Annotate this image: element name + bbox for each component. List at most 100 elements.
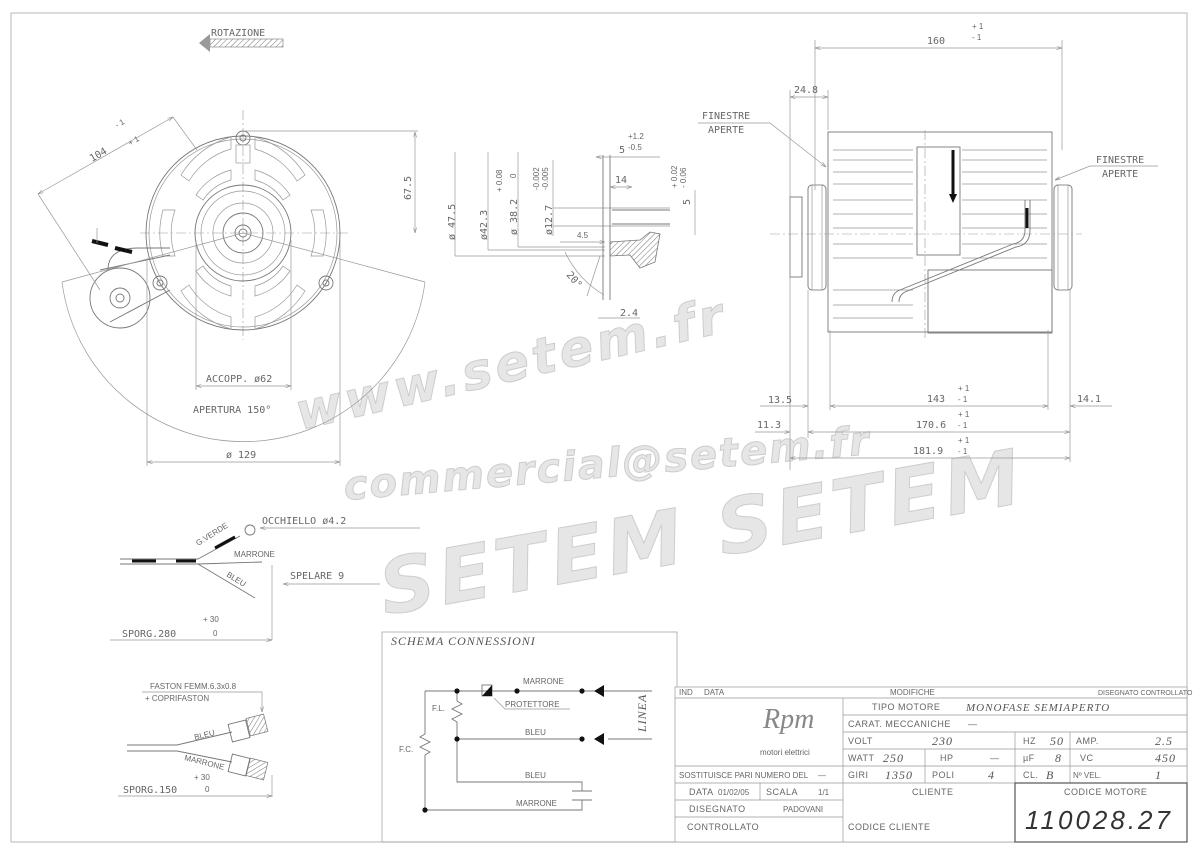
nvel-value: 1 xyxy=(1155,768,1162,782)
front-view: ROTAZIONE xyxy=(38,28,426,466)
vc-label: VC xyxy=(1080,753,1094,763)
rotation-arrow-icon xyxy=(199,34,284,52)
windows-right-label-2: APERTE xyxy=(1102,169,1138,180)
codice-motore-value: 110028.27 xyxy=(1025,805,1173,835)
schema-protector-label: PROTETTORE xyxy=(505,700,560,709)
cliente-label: CLIENTE xyxy=(912,787,954,797)
stator-body xyxy=(827,131,1053,333)
eyelet-label: OCCHIELLO ø4.2 xyxy=(262,516,346,527)
schema-bleu-mid: BLEU xyxy=(525,728,546,737)
protrusion-150-tol-minus: 0 xyxy=(205,785,210,794)
protrusion-280-tol-minus: 0 xyxy=(213,629,218,638)
dim-w14: 14 xyxy=(615,175,627,186)
mounting-lug-left xyxy=(152,275,168,291)
windows-left-label-2: APERTE xyxy=(708,125,744,136)
protrusion-150-tol-plus: + 30 xyxy=(194,773,210,782)
volt-label: VOLT xyxy=(848,736,873,746)
coupling-dim: ACCOPP. ø62 xyxy=(206,374,272,385)
connection-schema: SCHEMA CONNESSIONI MARRONE PROTETTORE F.… xyxy=(381,631,678,843)
controllato-label: CONTROLLATO xyxy=(687,822,759,832)
dim-143-tol-plus: + 1 xyxy=(958,384,970,393)
dim-flat5-tol-minus: - 0.06 xyxy=(679,167,688,188)
dim-flat5: 5 xyxy=(682,199,693,205)
amp-value: 2.5 xyxy=(1155,734,1173,748)
ind-header: IND xyxy=(679,688,693,697)
blue-wire-label: BLEU xyxy=(225,570,248,589)
watt-value: 250 xyxy=(883,751,904,765)
carat-value: — xyxy=(968,719,978,729)
mounting-lug-right xyxy=(318,275,334,291)
uf-value: 8 xyxy=(1055,751,1062,765)
giri-label: GIRI xyxy=(848,770,869,780)
company-logo: Rpm xyxy=(762,704,814,735)
dim-d47-5: ø 47.5 xyxy=(447,204,458,240)
dim-170-6: 170.6 xyxy=(916,420,946,431)
hp-label: HP xyxy=(940,753,954,763)
dim-d12-7: ø12.7 xyxy=(544,205,555,235)
dim-w2-4: 2.4 xyxy=(620,308,638,319)
tipo-motore-label: TIPO MOTORE xyxy=(872,702,940,712)
data-header: DATA xyxy=(704,688,725,697)
schema-title: SCHEMA CONNESSIONI xyxy=(391,634,536,648)
dim-d38-2-tol-minus: 0 xyxy=(509,173,518,178)
dim-170-6-tol-plus: + 1 xyxy=(958,410,970,419)
dim-14-1: 14.1 xyxy=(1077,394,1101,405)
dim-w5: 5 xyxy=(619,145,625,156)
schema-fc-label: F.C. xyxy=(399,745,413,754)
protrusion-280-tol-plus: + 30 xyxy=(203,615,219,624)
nvel-label: Nº VEL. xyxy=(1073,771,1101,780)
capacitor xyxy=(927,269,1053,334)
dim-flat5-tol-plus: + 0.02 xyxy=(670,165,679,188)
strip-label: SPELARE 9 xyxy=(290,571,344,582)
hz-label: HZ xyxy=(1023,736,1036,746)
poli-label: POLI xyxy=(932,770,955,780)
dim-d12-7-tol-plus: -0.002 xyxy=(532,167,541,190)
modifiche-header: MODIFICHE xyxy=(890,688,935,697)
cable-faston-detail: FASTON FEMM.6.3x0.8 + COPRIFASTON BLEU M… xyxy=(118,682,273,797)
schema-marrone-low: MARRONE xyxy=(516,799,557,808)
schema-bleu-low: BLEU xyxy=(525,771,546,780)
sostituisce-value: — xyxy=(818,771,826,780)
dim-w4-5: 4.5 xyxy=(577,231,589,240)
dim-pulley: 24.8 xyxy=(794,85,818,96)
pulley-right xyxy=(1053,184,1073,291)
dim-104: 104 xyxy=(88,146,109,165)
data-label: DATA xyxy=(689,787,714,797)
schema-fl-label: F.L. xyxy=(432,704,445,713)
label-plate xyxy=(916,146,961,256)
codice-motore-label: CODICE MOTORE xyxy=(1064,787,1147,797)
protrusion-280-label: SPORG.280 xyxy=(122,629,176,640)
faston-blue-label: BLEU xyxy=(193,728,216,742)
watermark: www.setem.fr commercial@setem.fr SETEM S… xyxy=(289,285,1032,633)
dim-143: 143 xyxy=(927,394,945,405)
dim-d42-3: ø42.3 xyxy=(479,210,490,240)
dim-length: 160 xyxy=(927,36,945,47)
giri-value: 1350 xyxy=(885,768,913,782)
dim-length-tol-plus: + 1 xyxy=(972,22,984,31)
sostituisce-label: SOSTITUISCE PARI NUMERO DEL xyxy=(679,771,809,780)
volt-value: 230 xyxy=(932,734,953,748)
hp-value: — xyxy=(990,753,1000,763)
vc-value: 450 xyxy=(1155,751,1176,765)
title-block-text: IND DATA MODIFICHE DISEGNATO CONTROLLATO… xyxy=(679,688,1193,835)
motor-housing-outline xyxy=(145,135,341,331)
watermark-url: www.setem.fr xyxy=(290,286,733,442)
dim-11-3: 11.3 xyxy=(757,420,781,431)
dim-d12-7-tol-minus: -0.005 xyxy=(541,167,550,190)
brown-wire-label: MARRONE xyxy=(234,550,275,559)
opening-arc xyxy=(61,281,426,442)
tipo-motore-value: MONOFASE SEMIAPERTO xyxy=(965,702,1110,714)
scala-label: SCALA xyxy=(766,787,798,797)
faston-brown-label: MARRONE xyxy=(184,753,226,772)
protrusion-150-label: SPORG.150 xyxy=(123,785,177,796)
hz-value: 50 xyxy=(1050,734,1064,748)
codice-cliente-label: CODICE CLIENTE xyxy=(848,822,931,832)
shaft-section-detail: ø 47.5 ø42.3 ø 38.2 + 0.08 0 ø12.7 -0.00… xyxy=(447,132,696,319)
watt-label: WATT xyxy=(848,753,875,763)
dim-13-5: 13.5 xyxy=(768,395,792,406)
windows-left-label-1: FINESTRE xyxy=(702,111,750,122)
dim-181-9-tol-minus: - 1 xyxy=(958,447,968,456)
dim-181-9: 181.9 xyxy=(913,446,943,457)
faston-cover-label: + COPRIFASTON xyxy=(145,694,209,703)
